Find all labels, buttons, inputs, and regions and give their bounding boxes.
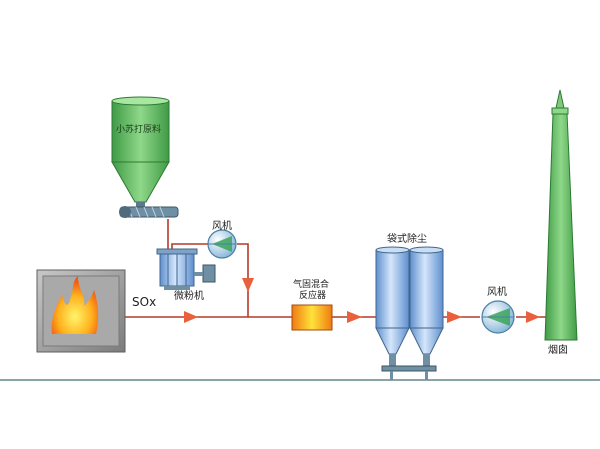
stack-label: 烟囱 [548, 345, 568, 356]
silo-label: 小苏打原料 [116, 125, 162, 135]
arrow-fan1-down [242, 278, 254, 292]
fan-1 [207, 229, 237, 259]
baghouse-label: 袋式除尘 [387, 234, 427, 245]
fan2-label: 风机 [487, 287, 507, 298]
flow-arrows [184, 278, 540, 323]
chimney [544, 89, 578, 341]
flame-icon [51, 276, 99, 334]
fan1-label: 风机 [212, 221, 232, 232]
fan-2 [481, 300, 515, 334]
reactor-label-line1: 气固混合 [293, 280, 330, 290]
arrow-to-fan2 [447, 311, 462, 323]
sox-label: SOx [132, 295, 157, 309]
mill-label: 微粉机 [174, 291, 204, 302]
arrow-to-stack [526, 311, 540, 323]
micro-mill [156, 248, 216, 290]
pipe-fan1-down [237, 243, 249, 317]
soda-silo [111, 96, 179, 218]
arrow-sox [184, 311, 198, 323]
gas-solid-reactor [291, 304, 333, 331]
reactor-label-line2: 反应器 [299, 291, 327, 301]
arrow-to-bag [347, 311, 362, 323]
furnace [36, 269, 126, 353]
bag-filter [375, 246, 444, 380]
